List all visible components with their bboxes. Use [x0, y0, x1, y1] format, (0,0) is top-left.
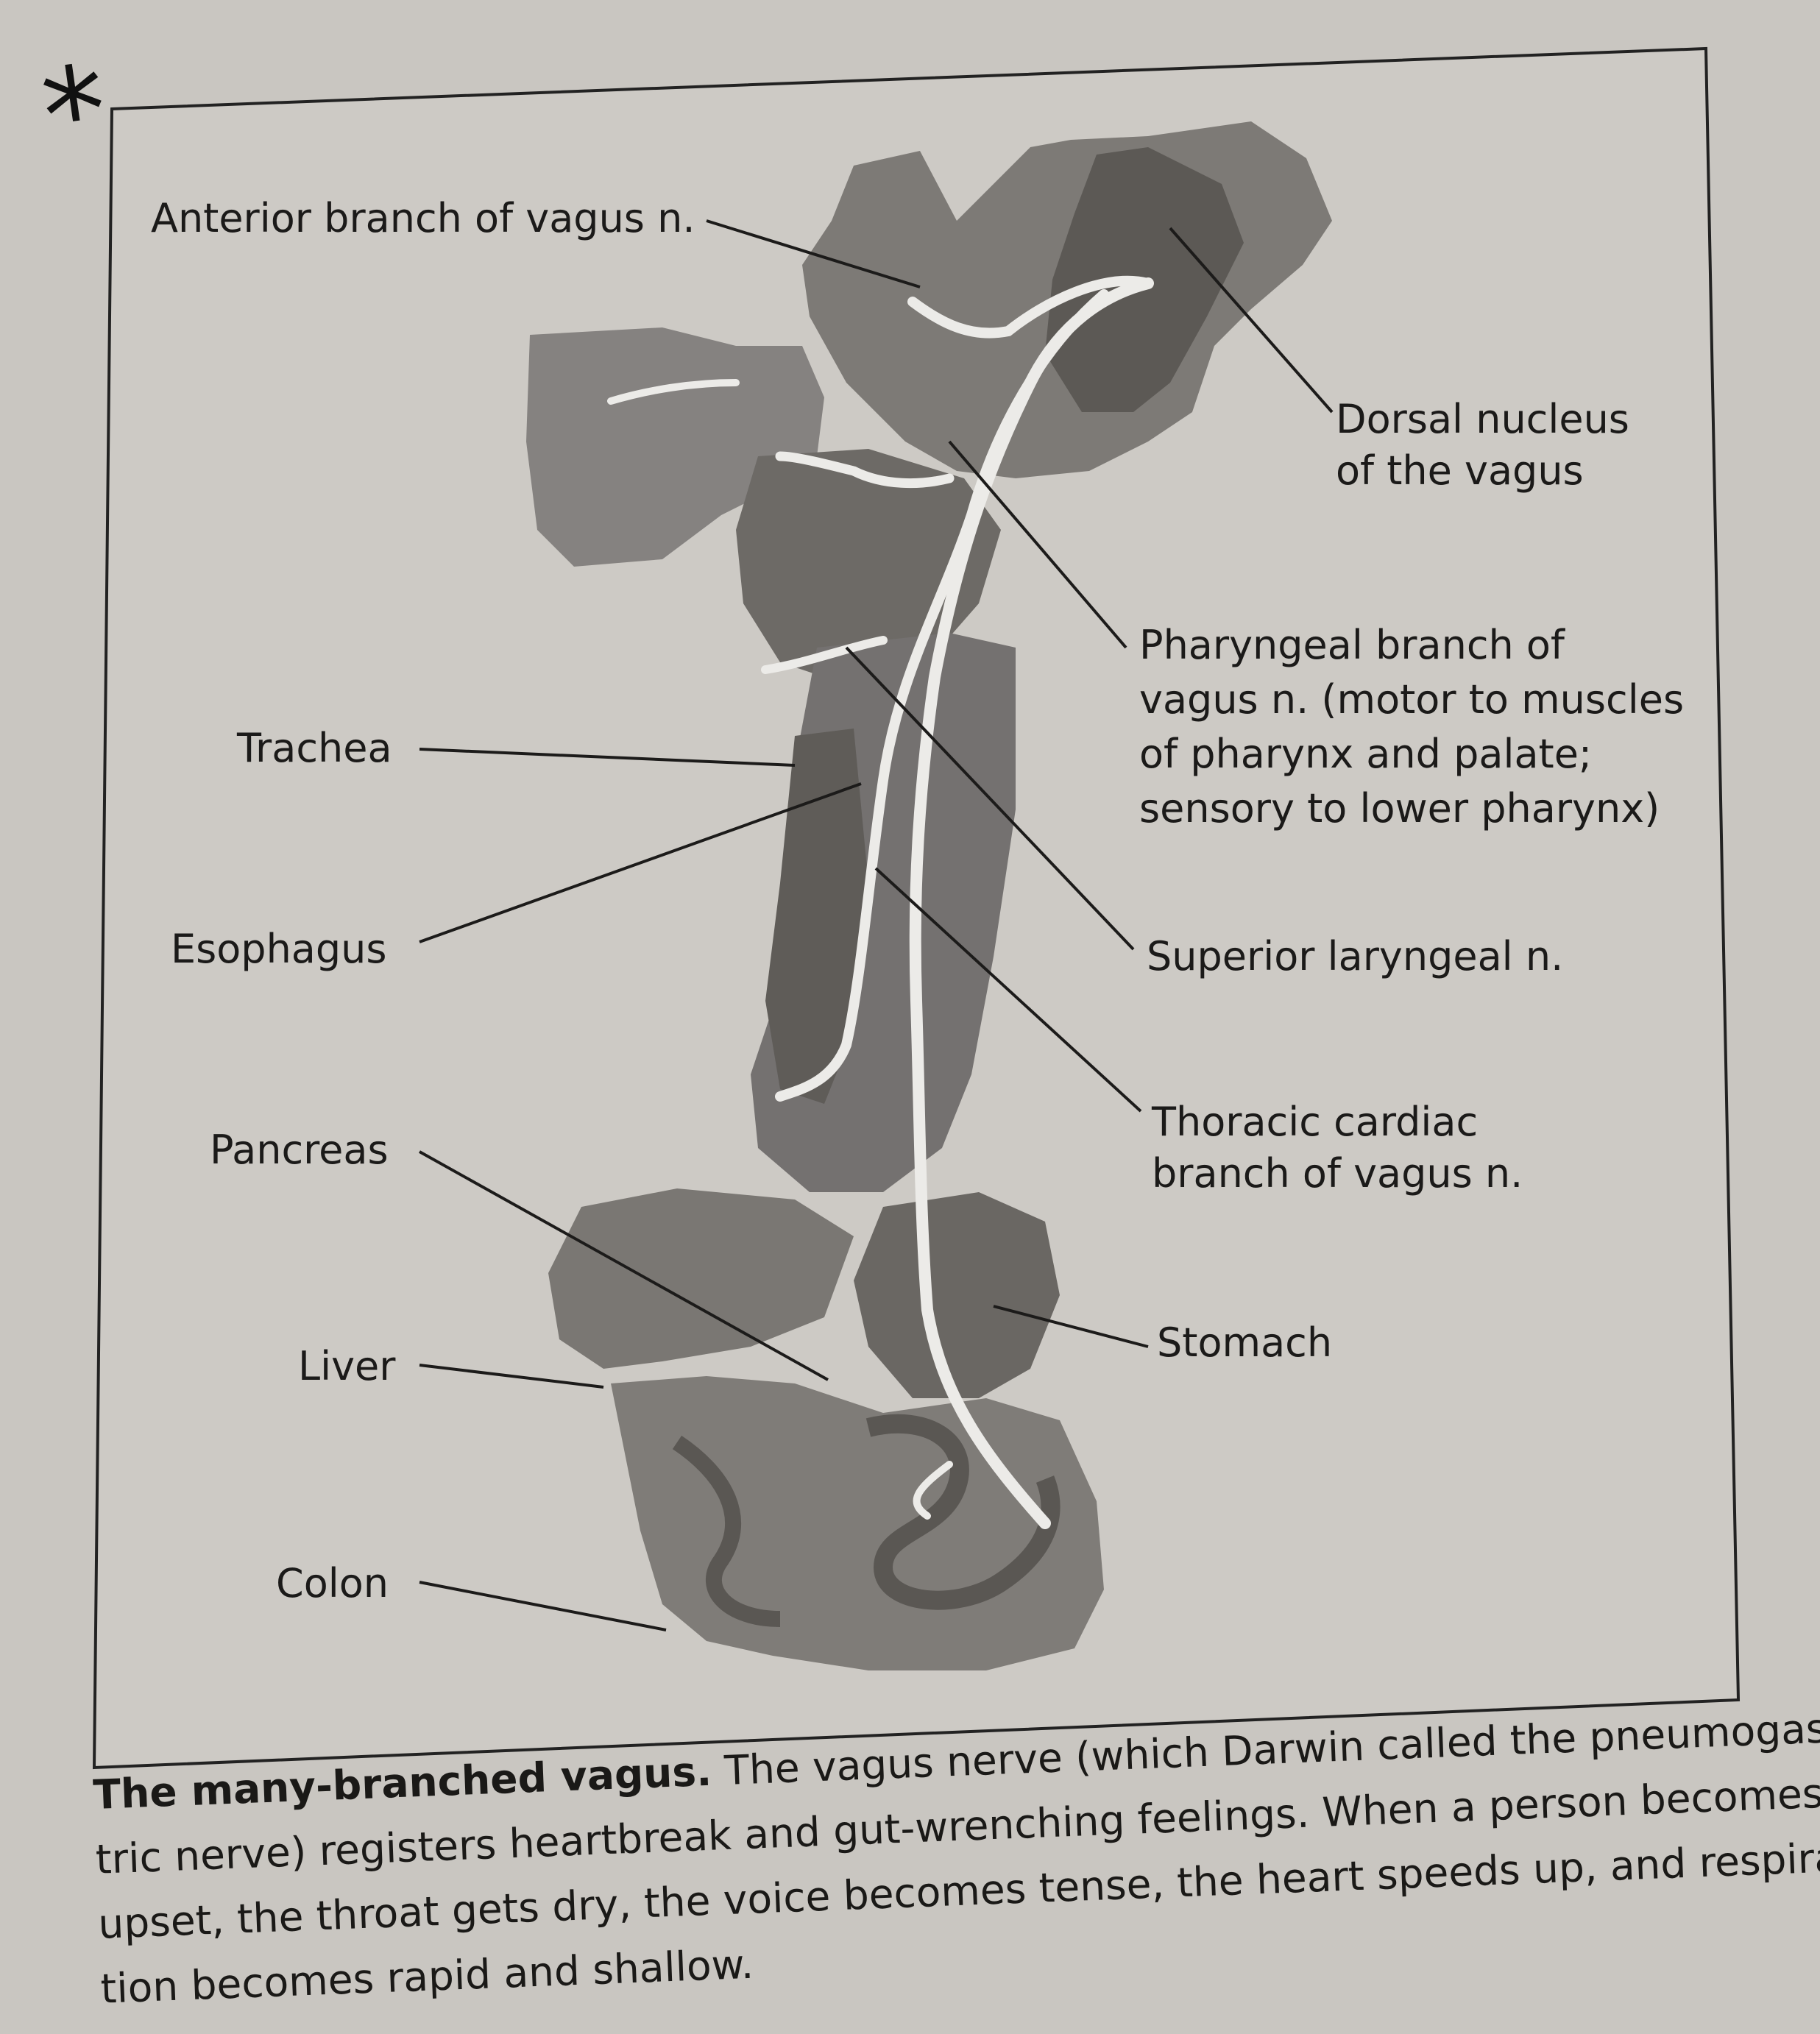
label-colon: Colon: [276, 1560, 389, 1606]
intestine-loops: [865, 1414, 1061, 1610]
label-pharyngeal-branch-line-3: of pharynx and palate;: [1139, 731, 1593, 777]
pharyngeal-nerve: [775, 451, 955, 489]
vagus-second-trunk: [775, 289, 1109, 1102]
label-dorsal-nucleus: Dorsal nucleus of the vagus: [1336, 394, 1629, 497]
leader-lines: [419, 219, 1334, 1631]
label-pharyngeal-branch: Pharyngeal branch of vagus n. (motor to …: [1139, 618, 1684, 836]
leader-pancreas: [419, 1150, 829, 1381]
label-esophagus: Esophagus: [171, 926, 387, 972]
liver-shape: [548, 1188, 854, 1369]
vagus-nerve-paths: [607, 275, 1154, 1529]
lower-branch-nerve: [913, 1461, 953, 1520]
leader-stomach: [993, 1305, 1149, 1348]
intestine-loops-2: [672, 1435, 781, 1627]
label-dorsal-nucleus-line-1: Dorsal nucleus: [1336, 396, 1629, 442]
leader-pharyngeal-branch: [948, 440, 1127, 649]
label-liver: Liver: [298, 1343, 396, 1389]
label-superior-laryngeal: Superior laryngeal n.: [1147, 933, 1564, 979]
anterior-branch-nerve: [907, 275, 1153, 339]
leader-thoracic-cardiac: [874, 867, 1142, 1113]
esophagus-tube: [765, 729, 868, 1104]
label-stomach: Stomach: [1157, 1319, 1333, 1366]
leader-liver: [419, 1364, 604, 1389]
label-dorsal-nucleus-line-2: of the vagus: [1336, 447, 1584, 494]
label-pharyngeal-branch-line-4: sensory to lower pharynx): [1139, 785, 1660, 832]
pharynx-region: [736, 449, 1001, 684]
label-anterior-branch: Anterior branch of vagus n.: [151, 195, 695, 241]
leader-anterior-branch: [706, 219, 921, 288]
superior-laryngeal-nerve: [761, 636, 888, 674]
label-thoracic-cardiac: Thoracic cardiac branch of vagus n.: [1152, 1096, 1523, 1200]
label-thoracic-cardiac-line-2: branch of vagus n.: [1152, 1150, 1523, 1197]
leader-trachea: [419, 748, 796, 767]
label-pharyngeal-branch-line-2: vagus n. (motor to muscles: [1139, 676, 1685, 723]
label-thoracic-cardiac-line-1: Thoracic cardiac: [1152, 1099, 1479, 1145]
label-pharyngeal-branch-line-1: Pharyngeal branch of: [1139, 622, 1565, 668]
stomach-shape: [854, 1192, 1060, 1398]
leader-colon: [419, 1581, 667, 1631]
leader-esophagus: [419, 782, 862, 943]
leader-superior-laryngeal: [845, 646, 1135, 951]
label-trachea: Trachea: [237, 725, 392, 771]
upper-left-nerve: [607, 379, 740, 405]
label-pancreas: Pancreas: [210, 1127, 389, 1173]
leader-dorsal-nucleus: [1169, 227, 1334, 414]
jaw-region: [526, 327, 824, 567]
